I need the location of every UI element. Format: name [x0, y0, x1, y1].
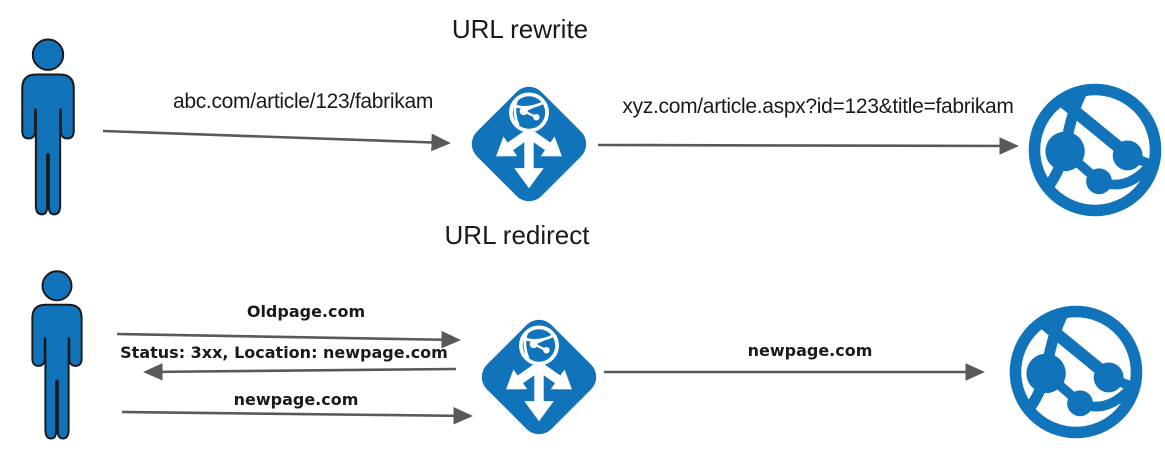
gateway-globe-icon	[509, 92, 549, 133]
rewrite-request-url-label: abc.com/article/123/fabrikam	[172, 90, 434, 113]
arrow-rewrite-forward	[597, 137, 1019, 155]
three-way-arrow-icon	[506, 362, 572, 422]
person-figure	[31, 303, 83, 440]
application-gateway-icon	[481, 319, 597, 435]
redirect-title: URL redirect	[444, 220, 590, 250]
rewrite-rewritten-url-label: xyz.com/article.aspx?id=123&title=fabrik…	[622, 95, 1014, 118]
rewrite-title: URL rewrite	[451, 14, 589, 44]
redirect-request-url-label: Oldpage.com	[246, 302, 366, 321]
person-icon	[21, 38, 75, 216]
three-way-arrow-icon	[496, 129, 562, 189]
application-gateway-icon	[471, 86, 587, 202]
web-app-globe-icon	[1009, 305, 1143, 439]
arrow-redirect-request	[116, 330, 461, 349]
redirect-forwarded-url-label: newpage.com	[747, 341, 873, 360]
person-icon	[31, 270, 83, 440]
person-head	[31, 38, 65, 71]
arrow-redirect-response	[143, 363, 457, 381]
person-figure	[21, 73, 75, 216]
arrow-rewrite-request	[102, 129, 451, 152]
redirect-followup-request-label: newpage.com	[233, 390, 359, 409]
web-app-globe-icon	[1028, 83, 1162, 217]
person-head	[41, 270, 73, 302]
arrow-redirect-followup	[121, 407, 473, 425]
redirect-response-label: Status: 3xx, Location: newpage.com	[120, 343, 448, 362]
gateway-globe-icon	[519, 325, 559, 366]
